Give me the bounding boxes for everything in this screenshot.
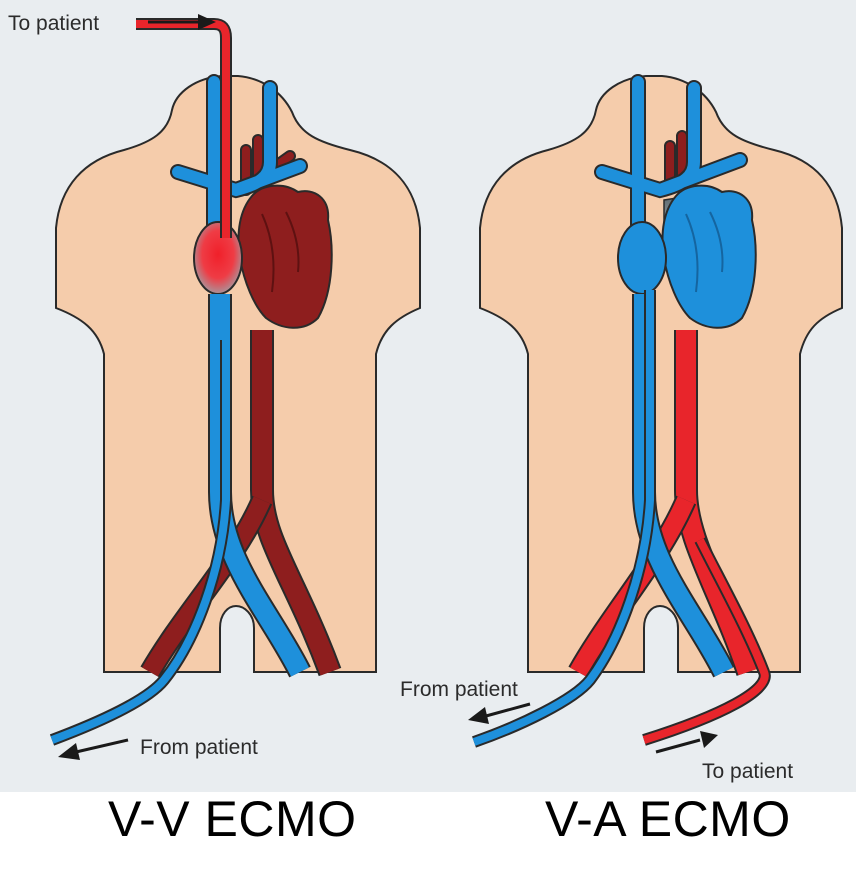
- va-to-patient-arrow: [655, 731, 718, 754]
- vv-ecmo-panel: To patient From patient: [8, 12, 421, 760]
- vv-ecmo-caption: V-V ECMO: [108, 791, 357, 847]
- vv-from-patient-label: From patient: [140, 736, 258, 759]
- va-from-patient-arrow: [468, 702, 531, 724]
- va-ecmo-caption: V-A ECMO: [545, 791, 791, 847]
- vv-to-patient-label: To patient: [8, 12, 99, 35]
- va-ecmo-panel: From patient To patient: [400, 74, 843, 783]
- vv-from-patient-arrow: [58, 738, 129, 760]
- vv-right-atrium-bulb: [193, 221, 243, 295]
- va-to-patient-label: To patient: [702, 760, 793, 783]
- va-from-patient-label: From patient: [400, 678, 518, 701]
- vv-to-patient-arrow: [148, 14, 216, 30]
- va-right-atrium-bulb: [617, 221, 667, 295]
